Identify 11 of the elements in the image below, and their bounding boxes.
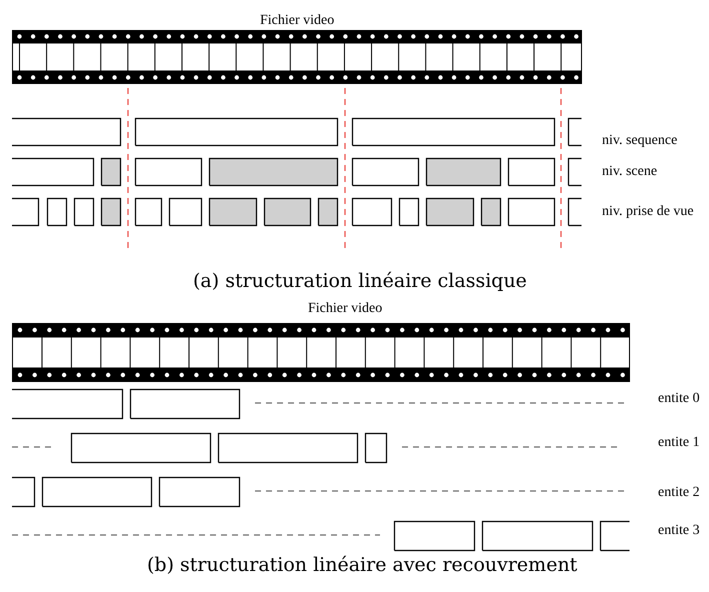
label: entite 2: [658, 486, 700, 500]
label: niv. prise de vue: [602, 205, 694, 219]
label: niv. scene: [602, 165, 658, 179]
label: Fichier video: [308, 302, 382, 316]
caption: (b) structuration linéaire avec recouvrement: [147, 556, 578, 575]
label: entite 1: [658, 436, 700, 450]
label: entite 3: [658, 524, 700, 538]
caption: (a) structuration linéaire classique: [193, 272, 527, 291]
label: entite 0: [658, 392, 700, 406]
label: niv. sequence: [602, 134, 678, 148]
label: Fichier video: [260, 14, 334, 28]
